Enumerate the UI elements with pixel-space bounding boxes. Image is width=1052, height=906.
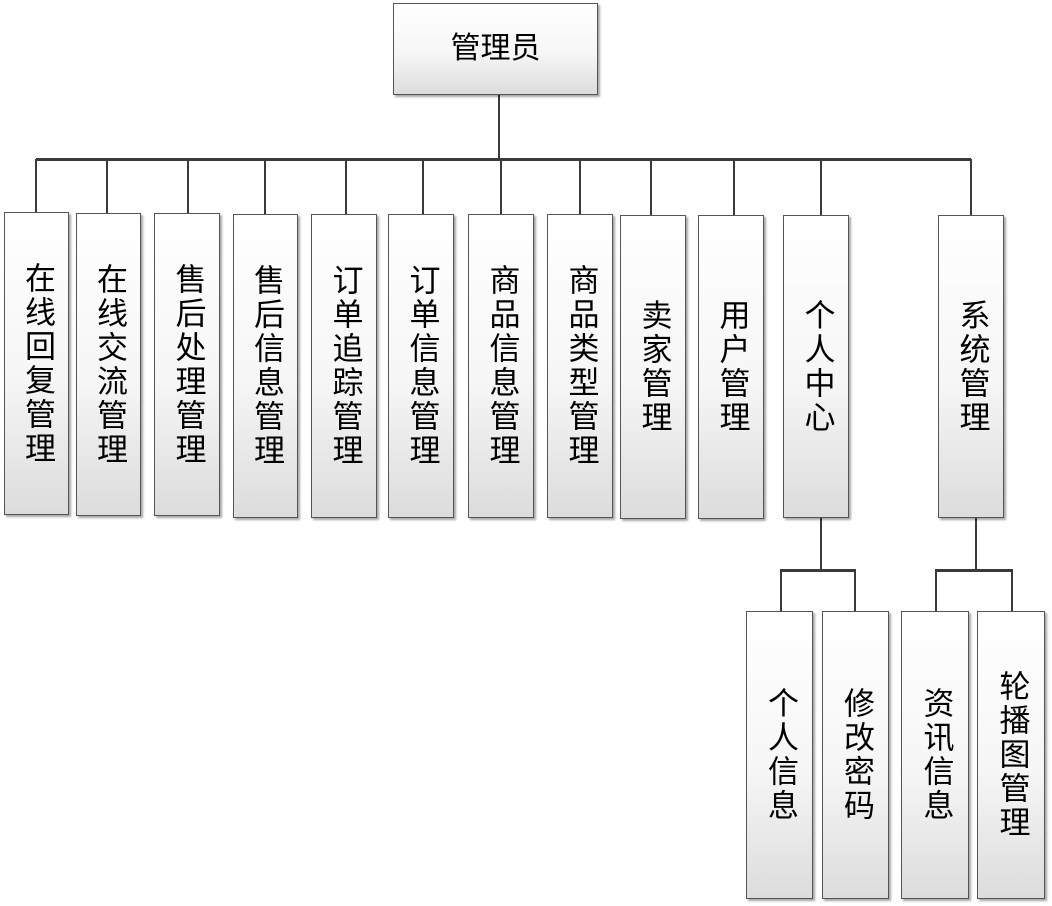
connector-drop <box>780 570 782 612</box>
connector-drop <box>854 570 856 612</box>
connector-drop <box>650 159 652 216</box>
connector-drop <box>733 159 735 216</box>
connector-system-bus <box>935 569 1013 572</box>
node-admin: 管理员 <box>393 3 598 95</box>
connector-drop <box>579 159 581 215</box>
connector-root-trunk <box>498 94 500 160</box>
connector-level1-bus <box>36 158 971 161</box>
connector-drop <box>422 159 424 215</box>
node-user-mgmt: 用户管理 <box>698 215 764 519</box>
connector-drop <box>500 159 502 215</box>
node-personal-center: 个人中心 <box>783 215 849 518</box>
node-label: 卖家管理 <box>635 299 672 435</box>
connector-drop <box>106 159 108 214</box>
node-label: 订单信息管理 <box>403 264 440 468</box>
connector-drop <box>1011 570 1013 612</box>
node-label: 轮播图管理 <box>993 670 1030 840</box>
node-label: 个人中心 <box>798 298 835 435</box>
node-label: 订单追踪管理 <box>326 264 363 468</box>
connector-personal-trunk <box>820 517 822 571</box>
node-label: 资讯信息 <box>917 687 954 823</box>
node-label: 在线交流管理 <box>91 262 127 467</box>
node-product-type-mgmt: 商品类型管理 <box>547 214 613 518</box>
node-order-info-mgmt: 订单信息管理 <box>388 214 454 518</box>
node-label: 在线回复管理 <box>19 261 55 466</box>
connector-drop <box>264 159 266 215</box>
node-after-sales-info-mgmt: 售后信息管理 <box>233 214 298 518</box>
connector-drop <box>345 159 347 215</box>
node-label: 商品信息管理 <box>483 264 520 468</box>
node-label: 售后处理管理 <box>169 262 206 467</box>
node-label: 售后信息管理 <box>248 264 284 468</box>
node-label: 个人信息 <box>762 687 798 823</box>
node-label: 修改密码 <box>838 687 874 823</box>
connector-system-trunk <box>975 517 977 571</box>
node-label: 管理员 <box>450 31 541 66</box>
node-label: 商品类型管理 <box>562 264 599 468</box>
node-news-info: 资讯信息 <box>901 611 969 899</box>
connector-drop <box>820 159 822 216</box>
node-change-password: 修改密码 <box>822 611 889 899</box>
node-personal-info: 个人信息 <box>746 611 813 899</box>
node-online-chat-mgmt: 在线交流管理 <box>76 213 141 516</box>
node-seller-mgmt: 卖家管理 <box>620 215 686 519</box>
node-label: 系统管理 <box>953 298 990 435</box>
connector-drop <box>935 570 937 612</box>
node-system-mgmt: 系统管理 <box>938 215 1004 518</box>
node-carousel-mgmt: 轮播图管理 <box>977 611 1045 899</box>
connector-drop <box>970 159 972 216</box>
connector-drop <box>35 159 37 213</box>
connector-drop <box>187 159 189 214</box>
connector-personal-bus <box>780 569 856 572</box>
node-order-tracking-mgmt: 订单追踪管理 <box>311 214 377 518</box>
node-label: 用户管理 <box>713 299 750 435</box>
node-after-sales-handling-mgmt: 售后处理管理 <box>154 213 220 516</box>
node-online-reply-mgmt: 在线回复管理 <box>4 212 69 515</box>
node-product-info-mgmt: 商品信息管理 <box>468 214 534 518</box>
